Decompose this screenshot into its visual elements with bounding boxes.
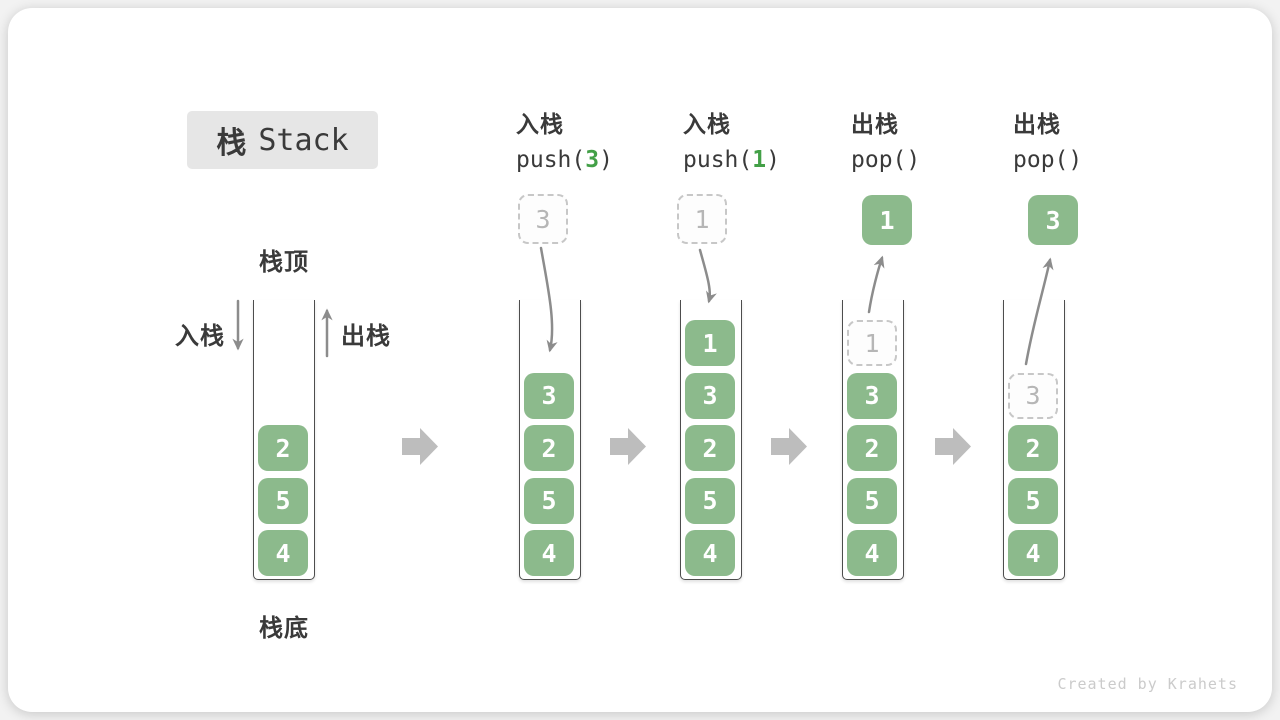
stack-cell: 4 bbox=[258, 530, 308, 576]
stack-cell: 3 bbox=[847, 372, 897, 419]
op-label-push-3: 入栈 push(3) bbox=[516, 105, 613, 173]
stack-container-initial: 2 5 4 bbox=[253, 300, 315, 580]
op-verb: 出栈 bbox=[1013, 111, 1061, 137]
stack-cell: 5 bbox=[847, 477, 897, 524]
code-pre: pop( bbox=[1013, 147, 1069, 173]
floating-value-box: 3 bbox=[1028, 195, 1078, 245]
stack-container-push-3: 3 2 5 4 bbox=[519, 300, 581, 580]
code-arg: 3 bbox=[585, 147, 600, 173]
stack-cell: 3 bbox=[524, 372, 574, 419]
code-post: ) bbox=[599, 147, 613, 173]
stack-bottom-label: 栈底 bbox=[259, 615, 309, 642]
code-pre: push( bbox=[516, 147, 586, 173]
stack-cell: 5 bbox=[1008, 477, 1058, 524]
stack-cell: 2 bbox=[685, 425, 735, 471]
code-post: ) bbox=[1068, 147, 1083, 173]
stack-cell: 2 bbox=[258, 425, 308, 471]
stack-cell: 2 bbox=[1008, 425, 1058, 471]
code-post: ) bbox=[766, 147, 780, 173]
stack-top-label: 栈顶 bbox=[259, 249, 309, 276]
title-zh: 栈 bbox=[216, 127, 247, 160]
code-post: ) bbox=[906, 147, 921, 173]
code-pre: push( bbox=[683, 147, 753, 173]
title-badge: 栈 Stack bbox=[187, 111, 378, 169]
stack-cell: 5 bbox=[685, 477, 735, 524]
pop-side-label: 出栈 bbox=[341, 323, 391, 350]
op-code: pop() bbox=[851, 147, 920, 173]
code-pre: pop( bbox=[851, 147, 907, 173]
op-code: push(1) bbox=[683, 147, 780, 173]
op-verb: 出栈 bbox=[851, 111, 899, 137]
op-label-push-1: 入栈 push(1) bbox=[683, 105, 780, 173]
code-arg: 1 bbox=[752, 147, 767, 173]
stack-cell: 4 bbox=[1008, 530, 1058, 576]
stack-cell: 3 bbox=[685, 372, 735, 419]
floating-value-box: 1 bbox=[862, 195, 912, 245]
push-side-label: 入栈 bbox=[175, 323, 225, 350]
stack-cell: 4 bbox=[847, 530, 897, 576]
stack-cell-ghost: 1 bbox=[847, 320, 897, 366]
stack-cell: 2 bbox=[524, 425, 574, 471]
title-en: Stack bbox=[258, 122, 349, 158]
stack-container-pop-3: 3 2 5 4 bbox=[1003, 300, 1065, 580]
stack-container-pop-1: 1 3 2 5 4 bbox=[842, 300, 904, 580]
watermark: Created by Krahets bbox=[1057, 675, 1238, 693]
op-code: push(3) bbox=[516, 147, 613, 173]
op-verb: 入栈 bbox=[683, 111, 731, 137]
op-code: pop() bbox=[1013, 147, 1082, 173]
op-label-pop-3: 出栈 pop() bbox=[1013, 105, 1082, 173]
stack-container-push-1: 1 3 2 5 4 bbox=[680, 300, 742, 580]
op-verb: 入栈 bbox=[516, 111, 564, 137]
floating-value-box: 1 bbox=[677, 194, 727, 244]
stack-cell: 4 bbox=[524, 530, 574, 576]
stack-cell: 5 bbox=[524, 477, 574, 524]
stack-cell: 5 bbox=[258, 477, 308, 524]
op-label-pop-1: 出栈 pop() bbox=[851, 105, 920, 173]
stack-cell: 2 bbox=[847, 425, 897, 471]
stack-cell: 4 bbox=[685, 530, 735, 576]
floating-value-box: 3 bbox=[518, 194, 568, 244]
stack-cell: 1 bbox=[685, 320, 735, 366]
stack-cell-ghost: 3 bbox=[1008, 372, 1058, 419]
